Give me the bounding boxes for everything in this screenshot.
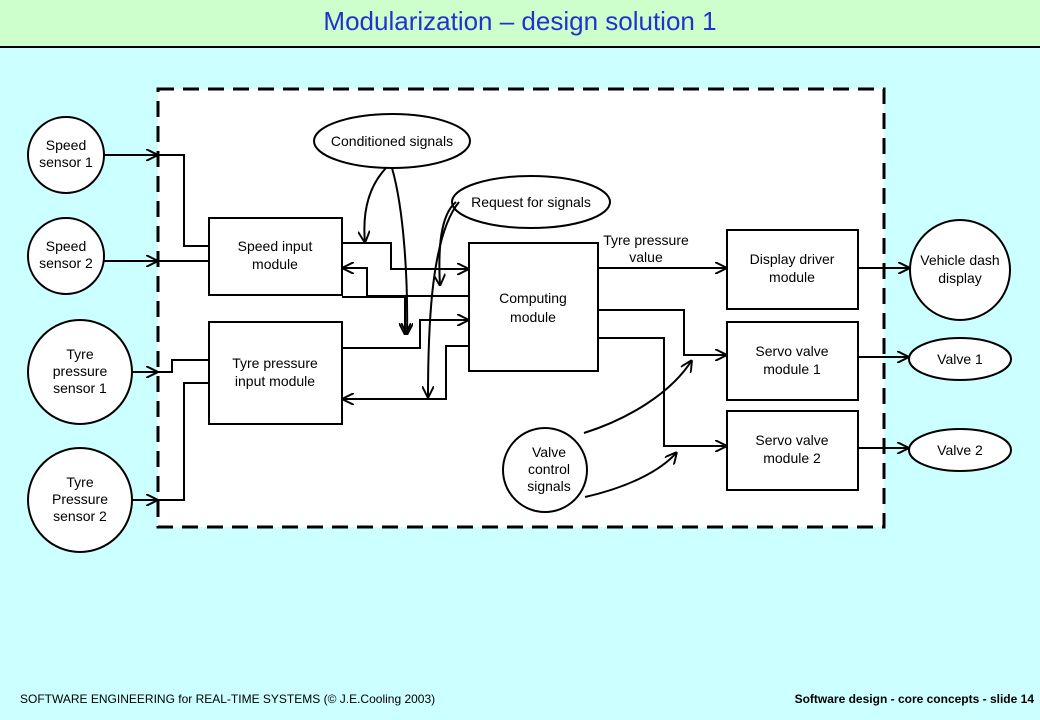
valve-1-label: Valve 1 bbox=[937, 351, 983, 367]
valve-2-label: Valve 2 bbox=[937, 442, 983, 458]
speed-input-to-conditioned bbox=[342, 296, 405, 335]
conditioned-signals-label: Conditioned signals bbox=[331, 133, 453, 149]
servo-valve-module-1-line1: Servo valve bbox=[755, 343, 828, 359]
tyre-pressure-sensor-2: Tyre Pressure sensor 2 bbox=[27, 447, 133, 553]
vehicle-dash-display: Vehicle dash display bbox=[909, 219, 1011, 321]
speed-sensor-1-line1: Speed bbox=[46, 137, 86, 153]
servo-valve-module-1: Servo valve module 1 bbox=[726, 321, 859, 401]
valve-control-to-servo2 bbox=[584, 452, 677, 498]
tyre1-to-tyre-input bbox=[158, 359, 209, 373]
display-driver-module-line2: module bbox=[769, 269, 815, 285]
request-for-signals: Request for signals bbox=[451, 175, 611, 229]
computing-module-line1: Computing bbox=[499, 290, 567, 306]
speed1-to-speed-input bbox=[158, 154, 209, 247]
tyre-input-to-computing bbox=[342, 320, 469, 349]
conditioned-curve-left bbox=[364, 167, 387, 243]
tyre-pressure-input-module: Tyre pressure input module bbox=[208, 321, 343, 425]
valve-2: Valve 2 bbox=[908, 428, 1012, 472]
valve-control-line1: Valve bbox=[532, 444, 566, 460]
tyre-pressure-value-line1: Tyre pressure bbox=[603, 232, 689, 248]
tyre-sensor-1-line3: sensor 1 bbox=[53, 380, 107, 396]
slide-title: Modularization – design solution 1 bbox=[323, 6, 717, 36]
speed-sensor-1: Speed sensor 1 bbox=[27, 116, 105, 194]
computing-to-speed-input bbox=[342, 268, 469, 297]
valve-control-line2: control bbox=[528, 461, 570, 477]
request-curve-1 bbox=[439, 201, 457, 286]
valve-1: Valve 1 bbox=[908, 337, 1012, 381]
valve-control-to-servo1 bbox=[583, 360, 692, 434]
servo-valve-module-2: Servo valve module 2 bbox=[726, 410, 859, 491]
computing-to-servo1 bbox=[598, 309, 727, 355]
tyre-sensor-1-line2: pressure bbox=[53, 363, 108, 379]
footer-slide-info: Software design - core concepts - slide … bbox=[794, 692, 1034, 706]
tyre2-to-tyre-input bbox=[158, 382, 209, 501]
servo-valve-module-2-line1: Servo valve bbox=[755, 432, 828, 448]
speed-sensor-2: Speed sensor 2 bbox=[27, 217, 105, 295]
speed-sensor-2-line1: Speed bbox=[46, 238, 86, 254]
dash-display-line2: display bbox=[938, 270, 982, 286]
request-curve-2 bbox=[428, 201, 460, 398]
computing-module-line2: module bbox=[510, 309, 556, 325]
computing-to-tyre-input bbox=[342, 345, 469, 399]
servo-valve-module-2-line2: module 2 bbox=[763, 450, 821, 466]
title-bar: Modularization – design solution 1 bbox=[0, 0, 1040, 48]
conditioned-signals: Conditioned signals bbox=[313, 113, 471, 169]
speed-sensor-2-line2: sensor 2 bbox=[39, 255, 93, 271]
display-driver-module: Display driver module bbox=[726, 229, 859, 310]
footer-copyright: SOFTWARE ENGINEERING for REAL-TIME SYSTE… bbox=[20, 692, 436, 706]
computing-module: Computing module bbox=[468, 242, 599, 372]
valve-control-signals: Valve control signals bbox=[502, 427, 588, 513]
speed-input-module-line1: Speed input bbox=[238, 238, 313, 254]
request-for-signals-label: Request for signals bbox=[471, 194, 591, 210]
tyre-sensor-1-line1: Tyre bbox=[66, 346, 93, 362]
tyre-input-module-line2: input module bbox=[235, 373, 315, 389]
tyre-input-module-line1: Tyre pressure bbox=[232, 355, 318, 371]
speed-input-module: Speed input module bbox=[208, 217, 343, 296]
tyre-pressure-value-line2: value bbox=[629, 249, 663, 265]
tyre-sensor-2-line1: Tyre bbox=[66, 474, 93, 490]
tyre-sensor-2-line2: Pressure bbox=[52, 491, 108, 507]
speed-sensor-1-line2: sensor 1 bbox=[39, 154, 93, 170]
speed-input-module-line2: module bbox=[252, 256, 298, 272]
dash-display-line1: Vehicle dash bbox=[920, 252, 999, 268]
tyre-sensor-2-line3: sensor 2 bbox=[53, 508, 107, 524]
tyre-pressure-sensor-1: Tyre pressure sensor 1 bbox=[27, 319, 133, 425]
conditioned-curve-right bbox=[391, 167, 407, 335]
valve-control-line3: signals bbox=[527, 478, 571, 494]
servo-valve-module-1-line2: module 1 bbox=[763, 361, 821, 377]
display-driver-module-line1: Display driver bbox=[750, 251, 835, 267]
